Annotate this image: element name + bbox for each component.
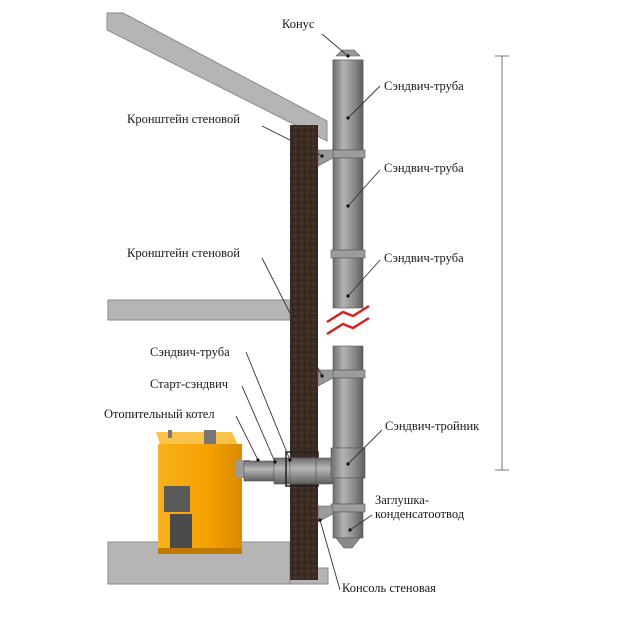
label-plug-line2: конденсатоотвод xyxy=(375,507,465,521)
roof xyxy=(106,12,328,142)
label-wall-bracket-1: Кронштейн стеновой xyxy=(127,112,240,126)
label-sandwich-pipe-1: Сэндвич-труба xyxy=(384,79,464,93)
label-plug-line1: Заглушка- xyxy=(375,493,429,507)
house-wall xyxy=(290,125,318,580)
label-cone: Конус xyxy=(282,17,315,31)
label-boiler: Отопительный котел xyxy=(104,407,215,421)
label-sandwich-pipe-2: Сэндвич-труба xyxy=(384,161,464,175)
chimney-stack xyxy=(330,49,366,549)
wall-bracket-top xyxy=(317,149,334,167)
label-sandwich-tee: Сэндвич-тройник xyxy=(385,419,480,433)
label-sandwich-pipe-4: Сэндвич-труба xyxy=(150,345,230,359)
pipe-break-mark xyxy=(326,304,370,336)
wall-console xyxy=(317,505,334,523)
label-wall-bracket-2: Кронштейн стеновой xyxy=(127,246,240,260)
label-sandwich-pipe-3: Сэндвич-труба xyxy=(384,251,464,265)
leader-lines xyxy=(235,33,383,591)
boiler xyxy=(156,430,250,554)
height-dimension xyxy=(495,55,509,471)
wall-bracket-lower xyxy=(317,369,334,387)
label-start-sandwich: Старт-сэндвич xyxy=(150,377,228,391)
label-dots xyxy=(256,54,352,532)
floor-slab xyxy=(107,299,291,321)
label-wall-console: Консоль стеновая xyxy=(342,581,436,595)
